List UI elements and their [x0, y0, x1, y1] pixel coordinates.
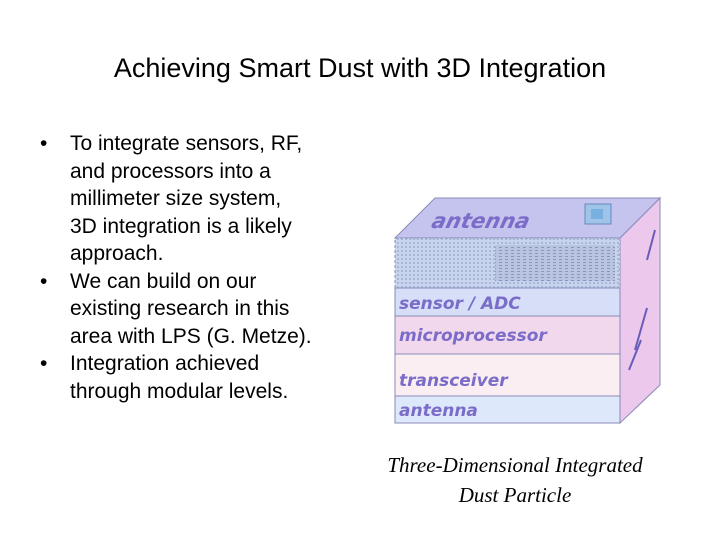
bullet-item: • Integration achieved through modular l… [40, 350, 370, 405]
bullet-line: through modular levels. [70, 379, 289, 403]
bullet-line: area with LPS (G. Metze). [70, 324, 312, 348]
bullet-dot: • [40, 132, 48, 155]
layer-label-bottom-antenna: antenna [399, 401, 478, 421]
layer-transceiver [394, 353, 621, 397]
bullet-dot: • [40, 352, 48, 375]
layer-label-microprocessor: microprocessor [399, 326, 548, 346]
layer-label-sensor: sensor / ADC [399, 294, 521, 314]
bullet-line: To integrate sensors, RF, [70, 132, 303, 155]
dust-particle-illustration: antenna sensor / ADC microprocessor tran… [393, 196, 662, 425]
bullet-line: existing research in this [70, 297, 290, 320]
layer-label-transceiver: transceiver [399, 371, 509, 391]
caption-line: Dust Particle [458, 483, 572, 507]
slide-title: Achieving Smart Dust with 3D Integration [113, 53, 607, 83]
caption-line: Three-Dimensional Integrated [387, 453, 643, 477]
antenna-chip-inner [591, 209, 603, 219]
bullet-line: Integration achieved [70, 352, 260, 375]
bullet-list: • To integrate sensors, RF, and processo… [40, 130, 370, 405]
figure-caption: Three-Dimensional Integrated Dust Partic… [355, 450, 675, 510]
sensor-texture-array [495, 245, 615, 281]
bullet-line: millimeter size system, [70, 187, 282, 210]
bullet-line: approach. [70, 242, 164, 265]
layer-bottom-antenna [394, 395, 621, 424]
bullet-line: 3D integration is a likely [70, 214, 292, 238]
bullet-line: and processors into a [70, 159, 271, 183]
bullet-dot: • [40, 269, 48, 293]
bullet-line: We can build on our [70, 269, 257, 293]
layer-sensor [394, 287, 621, 317]
side-labels [628, 229, 656, 371]
layer-microprocessor [394, 315, 621, 355]
layer-label-top-antenna: antenna [429, 209, 533, 234]
bullet-item: • We can build on our existing research … [40, 268, 370, 351]
bullet-item: • To integrate sensors, RF, and processo… [40, 130, 370, 268]
